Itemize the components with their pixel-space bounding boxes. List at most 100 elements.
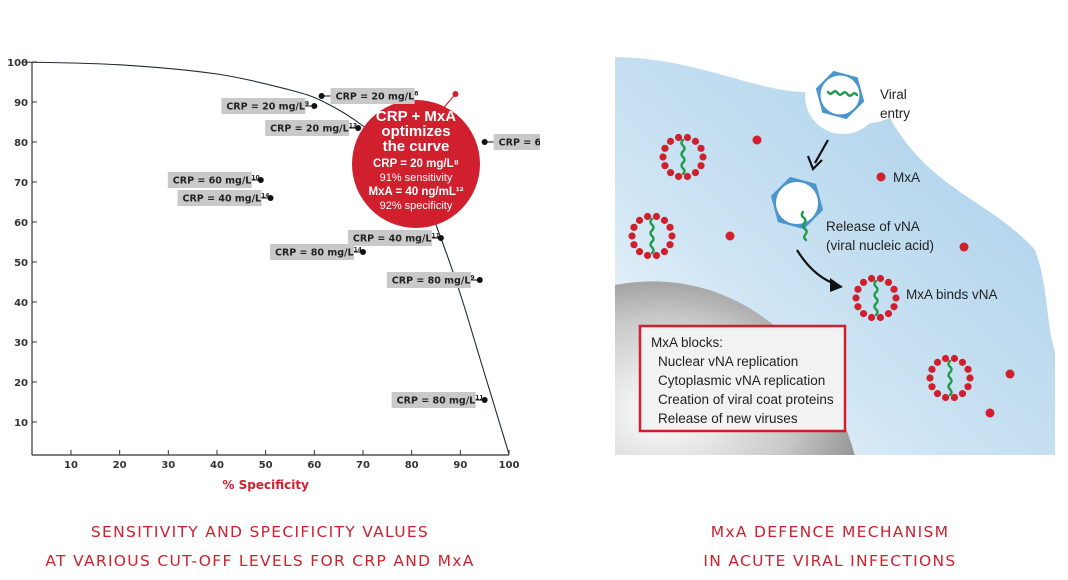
arrowhead-icon — [806, 155, 823, 171]
mxa-protein — [892, 294, 900, 302]
point-label-box — [391, 392, 476, 408]
data-point — [318, 93, 325, 99]
mxa-protein — [852, 294, 860, 302]
caption-left-line1: SENSITIVITY AND SPECIFICITY VALUES — [90, 523, 430, 541]
binds-label: MxA binds vNA — [906, 287, 998, 302]
point-label-box — [330, 88, 415, 104]
caption-left: SENSITIVITY AND SPECIFICITY VALUES AT VA… — [0, 518, 520, 576]
mxa-protein — [683, 172, 692, 181]
mxa-protein — [854, 285, 862, 293]
mxa-protein — [635, 248, 644, 256]
y-tick-label: 40 — [14, 298, 28, 309]
uncoating-virus-inner — [775, 181, 819, 225]
data-point — [355, 125, 362, 131]
mxa-protein — [628, 232, 636, 240]
point-label-box — [269, 244, 354, 260]
viral-entry-label-2: entry — [880, 106, 910, 121]
point-label-box — [177, 190, 262, 206]
y-tick-label: 80 — [14, 138, 28, 149]
highlight-text: 92% specificity — [380, 200, 453, 212]
mxa-protein — [933, 390, 942, 398]
highlight-text: MxA = 40 ng/mL¹² — [368, 186, 463, 198]
arrow-entry — [814, 139, 829, 164]
data-point — [481, 397, 488, 403]
mxa-protein — [660, 216, 669, 224]
rna-strand — [947, 359, 953, 397]
mxa-blocks-item: Nuclear vNA replication — [658, 354, 798, 369]
x-axis-title: % Specificity — [222, 478, 309, 492]
data-point-group: CRP = 80 mg/L11 — [391, 392, 488, 408]
point-label-box — [221, 98, 306, 114]
mxa-protein — [668, 232, 676, 240]
mxa-protein — [876, 274, 885, 283]
point-label: CRP = 20 mg/L8 — [336, 91, 419, 103]
mxa-protein — [928, 383, 936, 391]
released-rna — [800, 210, 808, 242]
mxa-protein — [1005, 369, 1015, 379]
viral-entry-label: Viral — [880, 87, 907, 102]
mxa-protein — [725, 231, 735, 241]
data-point — [257, 177, 264, 183]
data-point — [481, 139, 488, 145]
mxa-protein — [659, 153, 667, 161]
point-label-box — [347, 230, 432, 246]
mxa-protein — [660, 248, 669, 256]
mxa-protein — [884, 278, 893, 286]
mxa-protein — [661, 144, 669, 152]
mxa-blocks-title: MxA blocks: — [651, 335, 723, 350]
data-point — [437, 235, 444, 241]
data-point-group: CRP = 80 mg/L9 — [386, 272, 483, 288]
data-point — [359, 249, 366, 255]
mxa-blocks-item: Release of new viruses — [658, 411, 798, 426]
mxa-protein — [928, 365, 936, 373]
point-label: CRP = 60 mg/L13 — [499, 137, 540, 149]
caption-right-line1: MxA DEFENCE MECHANISM — [710, 523, 950, 541]
highlight-point — [452, 91, 459, 97]
mxa-protein — [652, 212, 661, 221]
mxa-protein — [630, 223, 638, 231]
release-label-2: (viral nucleic acid) — [826, 238, 934, 253]
x-tick-label: 100 — [499, 460, 520, 471]
y-tick-label: 60 — [14, 218, 28, 229]
data-point — [476, 277, 483, 283]
mxa-protein — [752, 135, 762, 145]
data-point-group: CRP = 20 mg/L9 — [221, 98, 318, 114]
point-label-box — [386, 272, 471, 288]
highlight-text: optimizes — [381, 123, 450, 140]
mxa-protein — [691, 137, 700, 145]
data-point-group: CRP = 20 mg/L8 — [318, 88, 419, 104]
point-label: CRP = 80 mg/L14 — [275, 247, 362, 259]
mxa-protein — [697, 144, 705, 152]
caption-left-line2: AT VARIOUS CUT-OFF LEVELS FOR CRP AND Mx… — [45, 552, 475, 570]
mxa-protein — [964, 383, 972, 391]
highlight-text: CRP = 20 mg/L⁸ — [373, 158, 459, 170]
mxa-protein — [859, 278, 868, 286]
data-point-group: CRP = 80 mg/L14 — [269, 244, 366, 260]
mxa-protein — [643, 251, 652, 260]
mxa-protein — [966, 374, 974, 382]
x-tick-label: 80 — [405, 460, 419, 471]
mxa-blocks-item: Cytoplasmic vNA replication — [658, 373, 825, 388]
y-tick-label: 90 — [14, 98, 28, 109]
rna-strand — [873, 279, 879, 317]
point-label: CRP = 80 mg/L11 — [397, 395, 484, 407]
x-tick-label: 30 — [161, 460, 175, 471]
mxa-protein — [635, 216, 644, 224]
mxa-protein — [958, 358, 967, 366]
x-tick-label: 70 — [356, 460, 370, 471]
mxa-protein — [926, 374, 934, 382]
mxa-protein — [859, 310, 868, 318]
mxa-protein — [691, 169, 700, 177]
x-tick-label: 90 — [453, 460, 467, 471]
y-tick-label: 100 — [7, 58, 28, 69]
mxa-protein — [652, 251, 661, 260]
x-tick-label: 60 — [307, 460, 321, 471]
y-tick-label: 50 — [14, 258, 28, 269]
highlight-text: CRP + MxA — [376, 108, 456, 125]
x-tick-label: 10 — [64, 460, 78, 471]
mxa-protein — [699, 153, 707, 161]
mxa-protein — [666, 169, 675, 177]
mxa-protein — [890, 285, 898, 293]
